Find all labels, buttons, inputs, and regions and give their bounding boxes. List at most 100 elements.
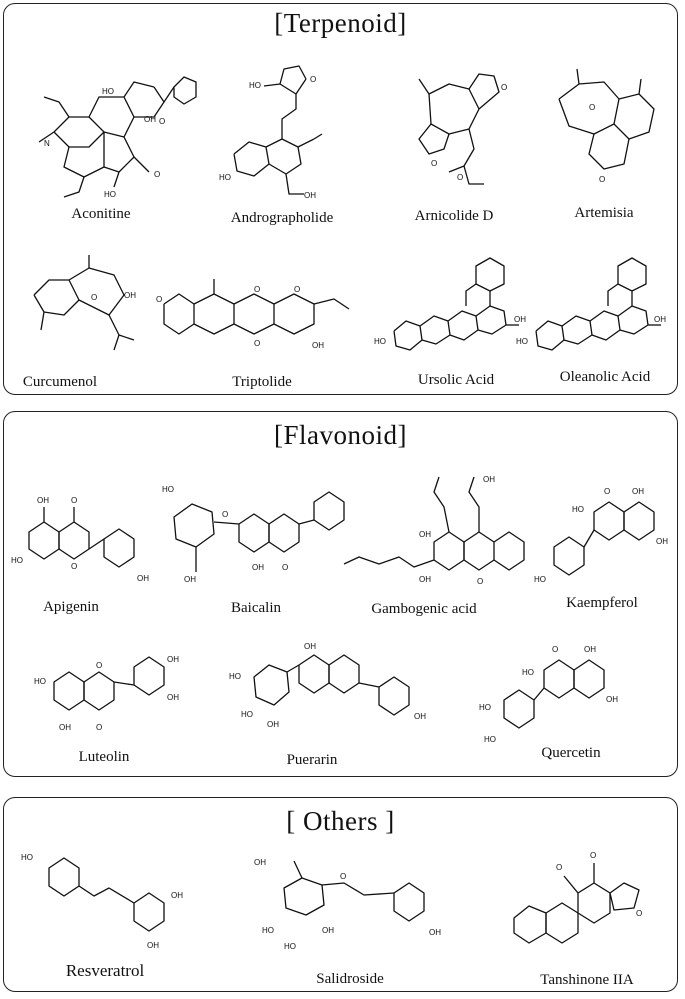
svg-text:O: O (340, 872, 346, 881)
svg-text:OH: OH (267, 720, 279, 729)
svg-text:OH: OH (59, 723, 71, 732)
svg-text:HO: HO (534, 575, 546, 584)
others-heading: [ Others ] (286, 806, 395, 836)
svg-text:OH: OH (147, 941, 159, 950)
compound-name-triptolide: Triptolide (232, 374, 292, 390)
svg-text:OH: OH (137, 574, 149, 583)
svg-text:OH: OH (144, 115, 156, 124)
puerarin-structure: OH HO HO OH OH (229, 642, 426, 729)
svg-text:O: O (604, 487, 610, 496)
svg-text:O: O (254, 285, 260, 294)
svg-text:OH: OH (654, 315, 666, 324)
compound-name-tanshinone-iia: Tanshinone IIA (540, 972, 634, 988)
compound-name-arnicolide-d: Arnicolide D (414, 208, 494, 224)
svg-text:O: O (71, 496, 77, 505)
gambogenic-acid-structure: OH OH OH O (343, 475, 525, 586)
svg-text:OH: OH (419, 530, 431, 539)
salidroside-structure: OH O HO HO OH OH (254, 858, 441, 951)
svg-text:HO: HO (479, 703, 491, 712)
svg-text:HO: HO (219, 173, 231, 182)
flavonoid-heading: [Flavonoid] (274, 420, 407, 450)
svg-text:O: O (552, 645, 558, 654)
compound-name-ursolic-acid: Ursolic Acid (417, 372, 495, 388)
svg-text:OH: OH (632, 487, 644, 496)
triptolide-structure: O O O O OH (156, 279, 350, 350)
compound-name-curcumenol: Curcumenol (22, 374, 98, 390)
compound-name-aconitine: Aconitine (71, 206, 131, 222)
svg-text:O: O (96, 723, 102, 732)
tanshinone-iia-structure: O O O (513, 851, 642, 944)
flavonoid-panel: [Flavonoid] OH O HO O OH Apigenin OH HO … (3, 411, 682, 781)
svg-text:HO: HO (162, 485, 174, 494)
compound-name-salidroside: Salidroside (316, 971, 384, 987)
ursolic-acid-structure: HO OH (374, 257, 526, 351)
luteolin-structure: HO O OH O OH OH (34, 655, 179, 732)
compound-name-puerarin: Puerarin (286, 752, 338, 768)
svg-text:O: O (254, 339, 260, 348)
aconitine-structure: HO OH N O HO O (38, 76, 197, 199)
svg-text:O: O (477, 577, 483, 586)
svg-text:OH: OH (171, 891, 183, 900)
svg-text:HO: HO (484, 735, 496, 744)
svg-text:O: O (310, 75, 316, 84)
svg-text:OH: OH (124, 291, 136, 300)
svg-text:HO: HO (284, 942, 296, 951)
compound-name-baicalin: Baicalin (231, 600, 281, 616)
compound-name-luteolin: Luteolin (78, 749, 130, 765)
resveratrol-structure: HO OH OH (21, 853, 183, 950)
svg-text:OH: OH (322, 926, 334, 935)
svg-text:OH: OH (419, 575, 431, 584)
svg-text:OH: OH (584, 645, 596, 654)
svg-text:HO: HO (572, 505, 584, 514)
svg-text:O: O (282, 563, 288, 572)
others-panel: [ Others ] HO OH OH Resveratrol OH O HO … (3, 797, 682, 996)
svg-text:O: O (222, 510, 228, 519)
svg-text:OH: OH (254, 858, 266, 867)
svg-text:O: O (154, 170, 160, 179)
svg-text:O: O (156, 295, 162, 304)
svg-text:HO: HO (21, 853, 33, 862)
oleanolic-acid-structure: HO OH (516, 257, 666, 351)
kaempferol-structure: OH O HO OH HO (534, 487, 668, 584)
svg-text:OH: OH (514, 315, 526, 324)
svg-text:OH: OH (252, 563, 264, 572)
svg-text:OH: OH (429, 928, 441, 937)
svg-text:O: O (501, 83, 507, 92)
svg-text:OH: OH (37, 496, 49, 505)
svg-text:N: N (44, 139, 50, 148)
andrographolide-structure: HO HO OH O (219, 65, 323, 200)
compound-name-andrographolide: Andrographolide (230, 210, 334, 226)
svg-text:HO: HO (104, 190, 116, 199)
terpenoid-heading: [Terpenoid] (274, 8, 407, 38)
svg-text:OH: OH (312, 341, 324, 350)
arnicolide-d-structure: O O O (418, 73, 507, 185)
svg-text:OH: OH (167, 655, 179, 664)
compound-name-gambogenic-acid: Gambogenic acid (371, 601, 477, 617)
svg-text:O: O (590, 851, 596, 860)
baicalin-structure: OH HO O OH O (162, 485, 345, 584)
svg-text:HO: HO (11, 556, 23, 565)
svg-text:OH: OH (167, 693, 179, 702)
svg-text:O: O (457, 173, 463, 182)
compound-name-resveratrol: Resveratrol (65, 961, 145, 980)
svg-text:HO: HO (102, 87, 114, 96)
quercetin-structure: O OH HO OH HO HO (479, 645, 618, 744)
apigenin-structure: OH O HO O OH (11, 496, 149, 583)
svg-text:OH: OH (184, 575, 196, 584)
svg-text:O: O (636, 909, 642, 918)
compound-name-kaempferol: Kaempferol (566, 595, 638, 611)
svg-text:O: O (294, 285, 300, 294)
svg-text:HO: HO (516, 337, 528, 346)
svg-text:HO: HO (241, 710, 253, 719)
svg-text:O: O (599, 175, 605, 184)
svg-text:O: O (96, 661, 102, 670)
svg-text:O: O (71, 562, 77, 571)
svg-text:HO: HO (229, 672, 241, 681)
svg-text:O: O (91, 293, 97, 302)
svg-text:O: O (159, 117, 165, 126)
svg-text:OH: OH (606, 695, 618, 704)
curcumenol-structure: O OH (33, 255, 136, 351)
svg-text:HO: HO (249, 81, 261, 90)
svg-text:OH: OH (414, 712, 426, 721)
compound-name-oleanolic-acid: Oleanolic Acid (559, 369, 651, 385)
